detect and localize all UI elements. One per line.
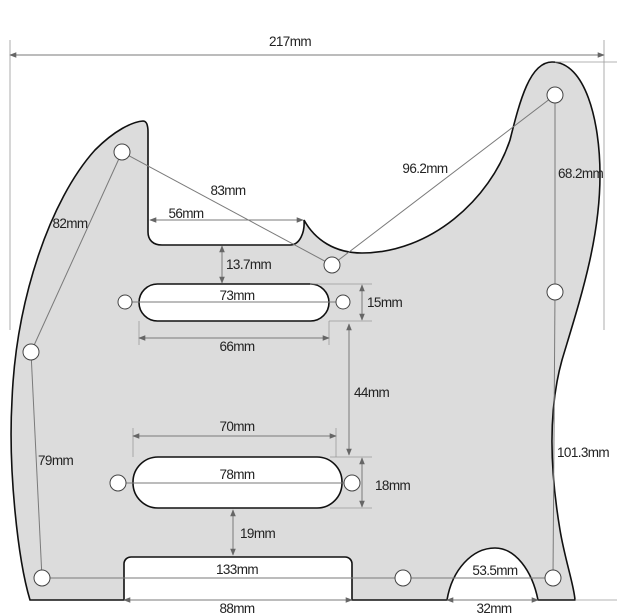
screw-hole — [33, 569, 51, 587]
label-neck-hole-spacing: 73mm — [219, 288, 254, 303]
screw-hole — [323, 256, 341, 274]
label-bottom-left-spacing: 133mm — [216, 562, 258, 577]
screw-hole — [343, 474, 361, 492]
screw-hole — [335, 294, 351, 310]
screw-hole — [113, 143, 131, 161]
screw-holes — [22, 86, 564, 587]
label-upper-right-to-center: 96.2mm — [402, 161, 448, 176]
label-bridge-hole-spacing: 78mm — [219, 467, 254, 482]
pickguard-outline — [10, 61, 601, 601]
label-bridge-length: 70mm — [219, 419, 254, 434]
label-neck-length: 66mm — [219, 339, 254, 354]
label-overall-width: 217mm — [269, 34, 311, 49]
dimension-labels: 217mm 83mm 56mm 96.2mm 68.2mm 82mm 13.7m… — [38, 34, 610, 616]
label-bridge-to-cutout: 19mm — [240, 526, 275, 541]
screw-hole — [117, 294, 133, 310]
label-neck-pocket-width: 56mm — [168, 206, 203, 221]
label-bridge-height: 18mm — [375, 478, 410, 493]
screw-hole — [109, 474, 127, 492]
label-horn-to-center: 83mm — [210, 183, 245, 198]
label-right-bottom: 101.3mm — [557, 445, 609, 460]
label-left-bottom: 79mm — [38, 453, 73, 468]
screw-hole — [394, 569, 412, 587]
dimension-lines — [9, 52, 605, 603]
label-left-top: 82mm — [52, 216, 87, 231]
screw-hole — [546, 283, 564, 301]
label-pickup-spacing: 44mm — [354, 385, 389, 400]
extension-lines — [9, 40, 617, 601]
label-neck-height: 15mm — [367, 295, 402, 310]
screw-hole — [544, 569, 562, 587]
screw-hole — [546, 86, 564, 104]
label-right-top: 68.2mm — [558, 166, 604, 181]
label-bridge-cutout-width: 88mm — [219, 601, 254, 616]
label-jack-cutout-width: 32mm — [476, 601, 511, 616]
label-pocket-to-neck: 13.7mm — [226, 257, 272, 272]
screw-hole — [22, 343, 40, 361]
label-bottom-right-spacing: 53.5mm — [472, 563, 518, 578]
